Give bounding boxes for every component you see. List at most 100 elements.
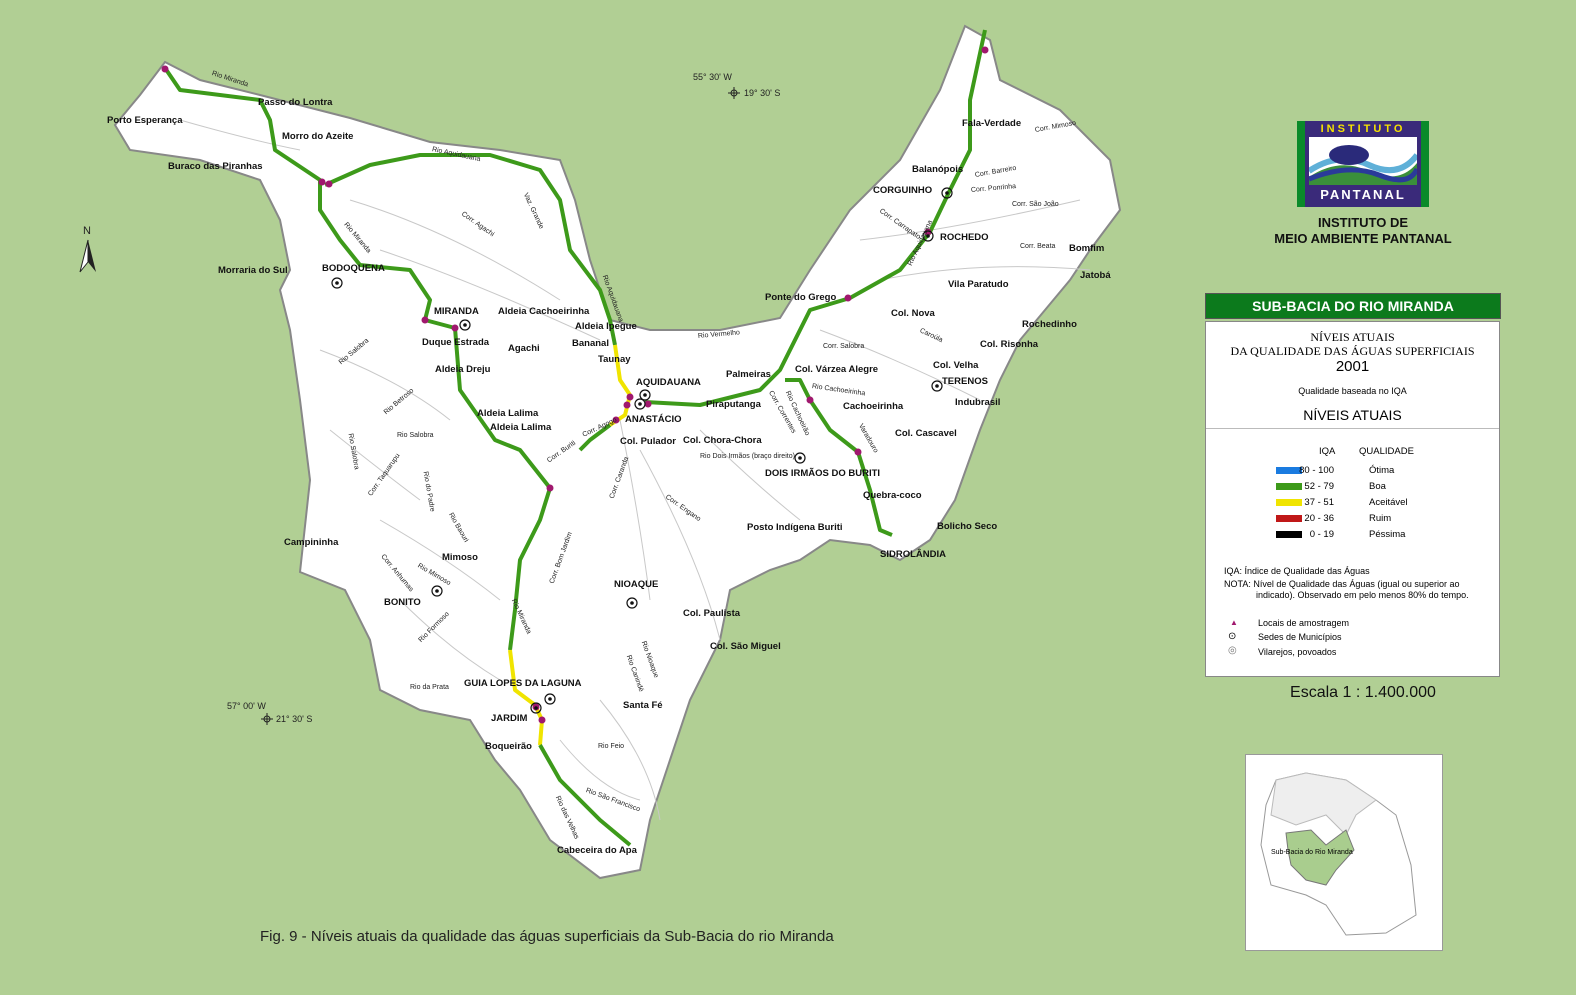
map-scale: Escala 1 : 1.400.000 <box>1290 684 1436 701</box>
place-label: Aldeia Lalima <box>477 408 539 419</box>
place-label: Cachoeirinha <box>843 401 904 412</box>
river-segment-boa <box>538 744 632 847</box>
place-label: Col. Velha <box>933 360 979 371</box>
legend-class-row: 37 - 51 Aceitável <box>1206 497 1499 511</box>
river-segment-boa <box>785 378 893 537</box>
legend-class-row: 80 - 100 Ótima <box>1206 465 1499 479</box>
logo-text-top: INSTITUTO <box>1320 123 1406 135</box>
place-label: Bolicho Seco <box>937 521 998 532</box>
place-label: Campininha <box>284 537 339 548</box>
legend-quality-label: Aceitável <box>1369 497 1408 508</box>
place-label: Posto Indígena Buriti <box>747 522 843 533</box>
legend-swatch <box>1276 483 1302 490</box>
org-name-line1: INSTITUTO DE <box>1317 215 1409 230</box>
divider <box>1206 428 1499 429</box>
place-label: Col. Chora-Chora <box>683 435 762 446</box>
place-label: ANASTÁCIO <box>625 414 682 425</box>
legend-class-row: 52 - 79 Boa <box>1206 481 1499 495</box>
place-label: Buraco das Piranhas <box>168 161 263 172</box>
place-label: Piraputanga <box>706 399 761 410</box>
legend-subtitle: NÍVEIS ATUAIS <box>1310 330 1395 344</box>
municipal-seats <box>331 187 953 714</box>
legend-quality-label: Ruim <box>1369 513 1392 524</box>
north-arrow-icon <box>79 239 96 273</box>
place-label: Aldeia Dreju <box>435 364 491 375</box>
place-label: Rochedinho <box>1022 319 1077 330</box>
legend-nota: indicado). Observado em pelo menos 80% d… <box>1256 590 1469 600</box>
legend-class-row: 0 - 19 Péssima <box>1206 529 1499 543</box>
logo-wave-icon <box>1309 145 1417 185</box>
place-label: BODOQUENA <box>322 263 385 274</box>
legend-quality-label: Péssima <box>1369 529 1406 540</box>
legend-subtitle: DA QUALIDADE DAS ÁGUAS SUPERFICIAIS <box>1230 344 1475 358</box>
place-label: Mimoso <box>442 552 478 563</box>
place-label: Fala-Verdade <box>962 118 1022 129</box>
legend-symbol-label: Sedes de Municípios <box>1258 632 1342 642</box>
legend-title: SUB-BACIA DO RIO MIRANDA <box>1205 293 1501 319</box>
river-label: Corr. Beata <box>1020 243 1056 250</box>
place-label: GUIA LOPES DA LAGUNA <box>464 678 582 689</box>
legend-nota: NOTA: Nível de Qualidade das Águas (igua… <box>1224 579 1460 589</box>
legend-basis: Qualidade baseada no IQA <box>1298 386 1407 396</box>
longitude-label: 57° 00' W <box>227 701 266 711</box>
place-label: Agachi <box>508 343 540 354</box>
legend-swatch <box>1276 499 1302 506</box>
river-label: Rio Dois Irmãos (braço direito) <box>700 453 795 460</box>
legend-iqa-range: 37 - 51 <box>1304 497 1334 508</box>
place-label: Santa Fé <box>623 700 663 711</box>
org-name-line2: MEIO AMBIENTE PANTANAL <box>1274 231 1452 246</box>
municipal-seat-dots <box>335 191 949 710</box>
place-label: AQUIDAUANA <box>636 377 701 388</box>
river-segment-boa <box>324 153 617 346</box>
place-label: Col. Nova <box>891 308 935 319</box>
place-label: Col. Paulista <box>683 608 741 619</box>
tributaries <box>179 119 1091 821</box>
place-label: Bomfim <box>1069 243 1105 254</box>
place-label: Vila Paratudo <box>948 279 1009 290</box>
place-label: Cabeceira do Apa <box>557 845 637 856</box>
place-label: Col. Cascavel <box>895 428 957 439</box>
legend-swatch <box>1276 467 1302 474</box>
legend-panel: NÍVEIS ATUAIS DA QUALIDADE DAS ÁGUAS SUP… <box>1205 321 1500 677</box>
place-label: Aldeia Ipegue <box>575 321 637 332</box>
river-label: Corr. São João <box>1012 201 1059 208</box>
river-segment-boa <box>578 423 612 452</box>
longitude-label: 55° 30' W <box>693 72 732 82</box>
legend-quality-label: Boa <box>1369 481 1386 492</box>
legend-swatch <box>1276 515 1302 522</box>
river-label: Rio da Prata <box>410 684 449 691</box>
north-label: N <box>83 225 91 237</box>
inset-label: Sub-Bacia do Rio Miranda <box>1271 849 1353 856</box>
legend-col-quality: QUALIDADE <box>1359 446 1414 457</box>
river-label: Corr. Salobra <box>823 343 865 350</box>
place-label: Jatobá <box>1080 270 1111 281</box>
locator-map <box>1260 772 1417 936</box>
place-label: Palmeiras <box>726 369 771 380</box>
place-label: MIRANDA <box>434 306 479 317</box>
sampling-sites <box>161 46 989 724</box>
legend-iqa-range: 20 - 36 <box>1304 513 1334 524</box>
legend-section: NÍVEIS ATUAIS <box>1303 407 1402 423</box>
legend-symbol-label: Vilarejos, povoados <box>1258 647 1337 657</box>
place-label: JARDIM <box>491 713 528 724</box>
logo-text-bottom: PANTANAL <box>1320 187 1406 202</box>
place-label: NIOAQUE <box>614 579 659 590</box>
legend-symbol-label: Locais de amostragem <box>1258 618 1350 628</box>
place-label: TERENOS <box>942 376 988 387</box>
place-label: Bananal <box>572 338 609 349</box>
village-icon: ◎ <box>1228 645 1237 656</box>
river-label: Rio Feio <box>598 743 625 750</box>
legend-quality-label: Ótima <box>1369 465 1395 476</box>
figure-caption: Fig. 9 - Níveis atuais da qualidade das … <box>260 928 834 945</box>
legend-class-row: 20 - 36 Ruim <box>1206 513 1499 527</box>
place-label: Indubrasil <box>955 397 1001 408</box>
place-label: Taunay <box>598 354 631 365</box>
place-label: Col. Risonha <box>980 339 1039 350</box>
place-label: Morraria do Sul <box>218 265 288 276</box>
river-label: Rio Salobra <box>397 432 434 439</box>
place-label: Aldeia Cachoeirinha <box>498 306 590 317</box>
place-label: Aldeia Lalima <box>490 422 552 433</box>
place-label: Col. São Miguel <box>710 641 781 652</box>
latitude-label: 19° 30' S <box>744 88 781 98</box>
latitude-label: 21° 30' S <box>276 714 313 724</box>
